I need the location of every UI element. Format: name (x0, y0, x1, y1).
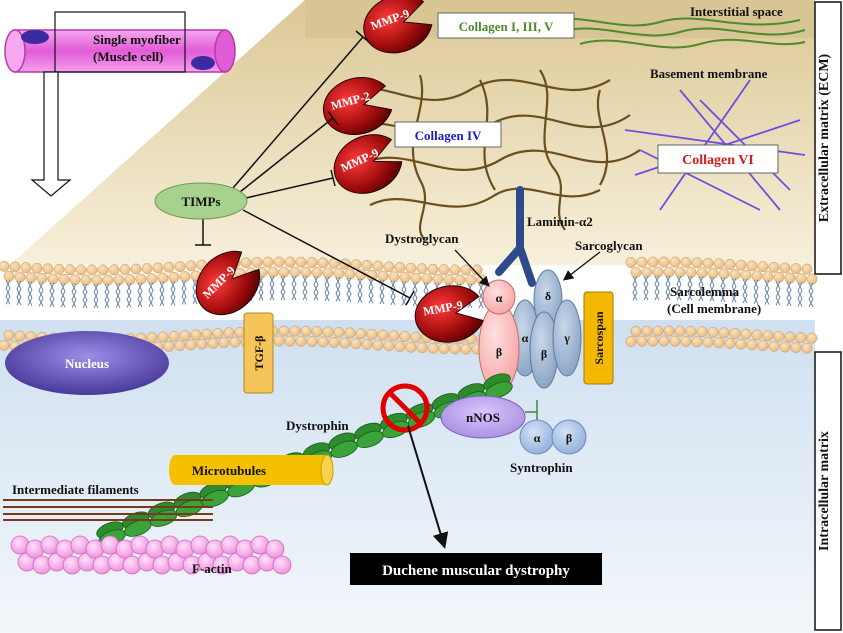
zoom-arrow (30, 71, 72, 197)
mmp2-enzyme: MMP-2 (322, 76, 393, 135)
dmd-arrow (407, 425, 449, 549)
collagen-6-label: Collagen VI (682, 153, 754, 168)
collagen-1-3-5-box (437, 12, 575, 39)
sarcoglycan-arrow (562, 251, 601, 281)
timps (154, 182, 248, 220)
tgf-beta-box (243, 312, 274, 394)
interstitial-space-label: Interstitial space (690, 4, 783, 19)
sarcoglycan-beta-label: β (541, 347, 547, 361)
syntrophin-label: Syntrophin (510, 460, 573, 475)
mmp9-basement-enzyme: MMP-9 (333, 134, 403, 194)
single-myofiber (4, 11, 236, 73)
dmd-box (350, 553, 602, 585)
laminin-label: Laminin-α2 (527, 214, 593, 229)
collagen-4-label: Collagen IV (415, 128, 482, 143)
dystroglycan (478, 279, 520, 393)
cell-membrane-label: (Cell membrane) (667, 301, 761, 316)
microtubules (169, 454, 334, 486)
basement-membrane-label: Basement membrane (650, 66, 768, 81)
collagen-1-3-5-fibers (539, 17, 806, 49)
nucleus (5, 331, 169, 395)
intermediate-filaments (3, 499, 213, 521)
sarcospan-box (583, 291, 614, 385)
mmp9-tgf-enzyme: MMP-9 (195, 250, 261, 316)
mmp9-dystroglycan-enzyme: MMP-9 (414, 285, 484, 343)
sarcoglycan-gamma-label: γ (563, 331, 570, 345)
collagen-4-box (394, 121, 502, 148)
dystroglycan-label: Dystroglycan (385, 231, 459, 246)
dmd-label: Duchene muscular dystrophy (382, 563, 570, 579)
collagen-1-3-5-label: Collagen I, III, V (459, 19, 554, 34)
nnos (440, 395, 526, 439)
prohibition-icon (380, 383, 430, 433)
microtubules-label: Microtubules (192, 463, 266, 478)
dystrophin-label: Dystrophin (286, 418, 349, 433)
syntrophin-beta (551, 419, 587, 455)
timp-inhibition-lines (195, 30, 415, 306)
dystroglycan-alpha-label: α (496, 291, 503, 305)
nucleus-label: Nucleus (65, 356, 109, 371)
intermediate-filaments-label: Intermediate filaments (12, 482, 139, 497)
sarcolemma-bilayer (0, 256, 818, 355)
syntrophin-beta-label: β (566, 431, 572, 445)
mmp9-dystroglycan-label: MMP-9 (422, 298, 464, 319)
dystroglycan-beta-label: β (496, 345, 502, 359)
collagen-4-fibers (334, 69, 641, 241)
sarcoglycan-delta-label: δ (545, 289, 551, 303)
sarcospan-label: Sarcospan (592, 311, 606, 364)
collagen-6-box (657, 144, 779, 174)
dystroglycan-arrow (454, 249, 490, 287)
syntrophin-alpha-label: α (534, 431, 541, 445)
ecm-label-box (814, 1, 842, 275)
sarcoglycan-alpha-label: α (522, 331, 529, 345)
single-myofiber-label: Single myofiber (93, 32, 181, 47)
sarcolemma-label: Sarcolemma (670, 284, 740, 299)
tgf-beta-label: TGF-β (252, 336, 266, 371)
intracellular-label-box (814, 351, 842, 631)
f-actin (10, 535, 292, 575)
muscle-cell-label: (Muscle cell) (93, 49, 163, 64)
f-actin-label: F-actin (192, 561, 232, 576)
sarcoglycan-label: Sarcoglycan (575, 238, 643, 253)
ecm-region-label: Extracellular matrix (ECM) (817, 53, 832, 222)
intracellular-region-label: Intracellular matrix (817, 431, 832, 551)
nnos-label: nNOS (466, 410, 500, 425)
mmp9-ecm-enzyme: MMP-9 (363, 0, 433, 54)
timps-label: TIMPs (182, 194, 221, 209)
laminin-alpha2 (495, 186, 536, 287)
